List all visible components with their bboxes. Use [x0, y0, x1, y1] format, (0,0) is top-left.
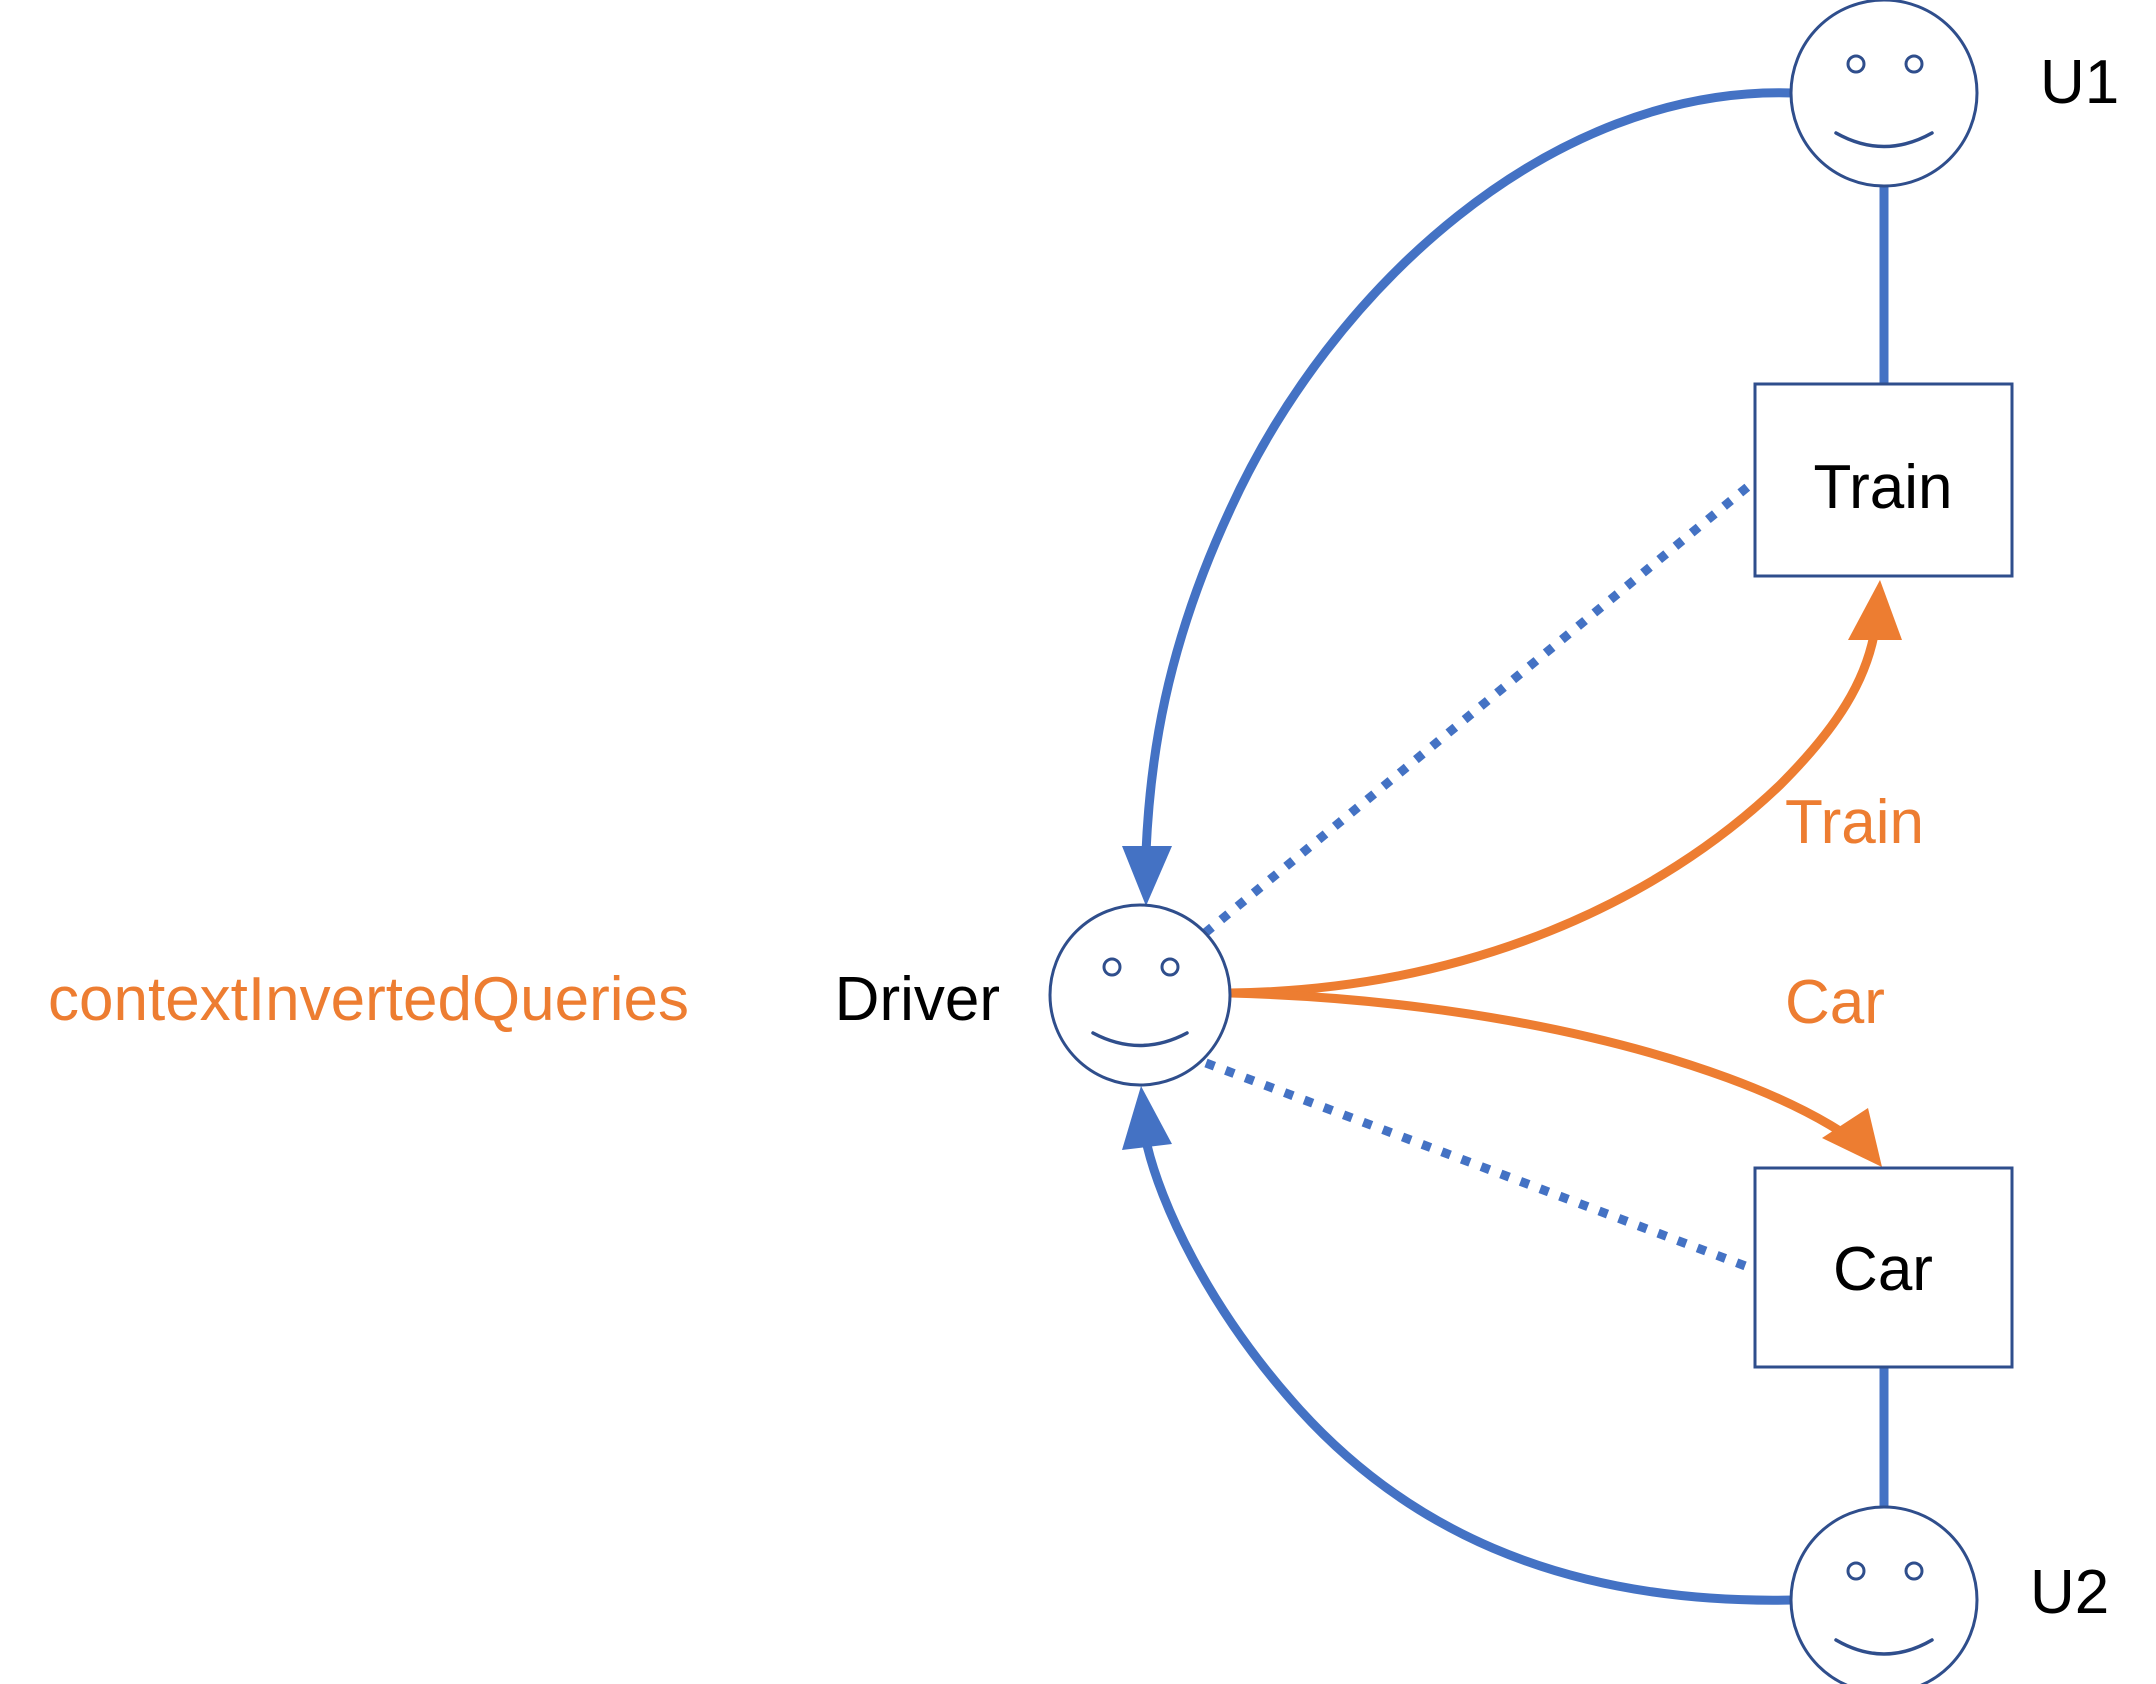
edge-label-car: Car: [1785, 968, 1885, 1037]
u1-node: U1: [1789, 0, 2119, 188]
edge-driver-car-dotted: [1204, 1058, 1758, 1275]
arrowhead-driver-to-train: [1848, 580, 1902, 640]
edge-driver-to-train-orange: [1229, 634, 1879, 998]
edge-driver-to-car-orange: [1229, 988, 1870, 1158]
edge-u2-to-driver: [1142, 1143, 1794, 1605]
arrowhead-u1-to-driver: [1122, 846, 1172, 906]
train-box: [1753, 382, 2014, 578]
edge-label-train: Train: [1785, 788, 1924, 857]
driver-node: Driver: [835, 903, 1232, 1087]
car-box-label: Car: [1833, 1235, 1933, 1304]
u1-smiley-icon: [1789, 0, 1979, 188]
car-node: Car: [1753, 1166, 2014, 1369]
u1-label: U1: [2040, 48, 2119, 117]
annotation-text: contextInvertedQueries: [48, 965, 689, 1034]
arrowhead-u2-to-driver: [1122, 1086, 1172, 1150]
car-box: [1753, 1166, 2014, 1369]
train-node: Train: [1753, 382, 2014, 578]
u2-smiley-icon: [1789, 1505, 1979, 1684]
edge-driver-train-dotted: [1202, 476, 1759, 937]
edge-u1-to-driver: [1141, 88, 1794, 853]
driver-label: Driver: [835, 965, 1000, 1034]
arrowhead-driver-to-car: [1822, 1108, 1882, 1167]
u2-node: U2: [1789, 1505, 2109, 1684]
u2-label: U2: [2030, 1558, 2109, 1627]
train-box-label: Train: [1814, 453, 1953, 522]
edges: [1122, 88, 1902, 1605]
driver-smiley-icon: [1048, 903, 1232, 1087]
